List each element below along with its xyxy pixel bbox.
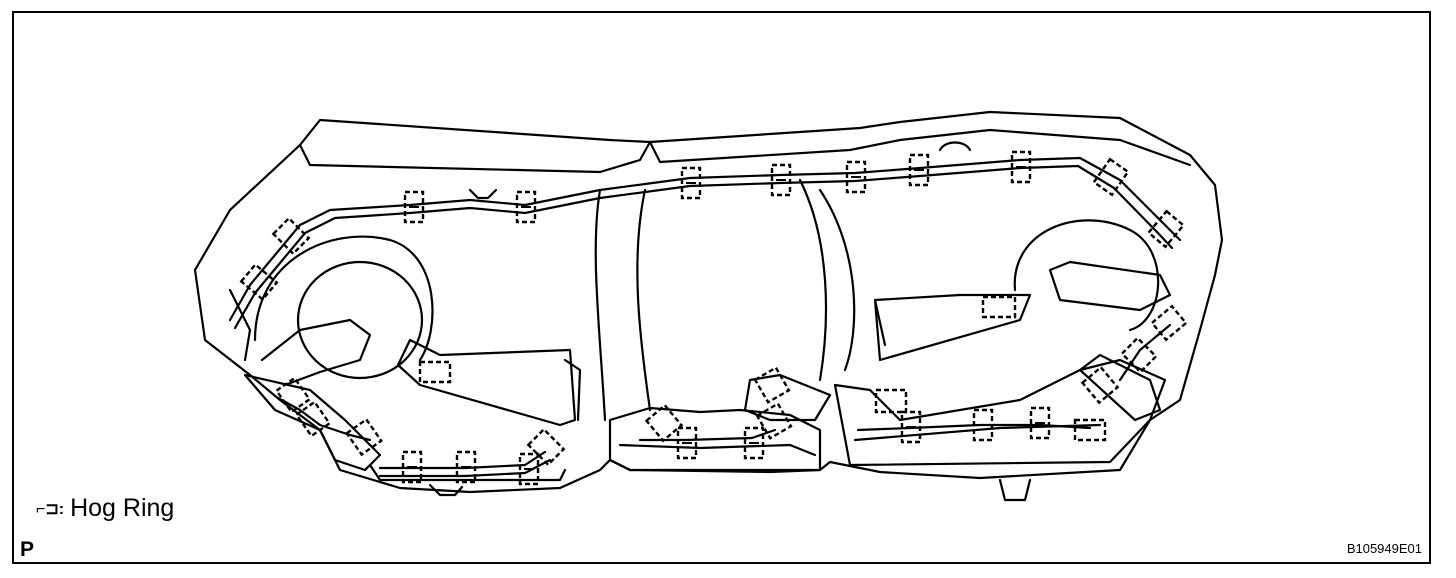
left-flap	[396, 338, 577, 427]
left-seat-opening	[253, 235, 434, 362]
right-flap	[873, 293, 1032, 362]
figure-code: B105949E01	[1346, 541, 1422, 556]
legend: ⌐⊐: Hog Ring	[36, 494, 174, 523]
hog-ring-icon	[274, 376, 312, 414]
hog-ring-icon	[1073, 418, 1107, 442]
wire-harness	[228, 156, 1182, 322]
hog-ring-icon	[1029, 406, 1051, 440]
right-lower-panel	[833, 358, 1167, 467]
hog-ring-icon	[418, 360, 452, 384]
hog-ring-icon	[401, 450, 423, 484]
hog-ring-icon	[981, 295, 1017, 319]
hog-ring-icon	[753, 366, 791, 404]
hog-ring-icon	[676, 426, 698, 460]
panel-letter: P	[20, 538, 35, 561]
hog-ring-icon	[644, 403, 684, 443]
hog-ring-icon	[1120, 336, 1158, 374]
hog-ring-icon	[518, 452, 540, 486]
legend-label: Hog Ring	[70, 494, 175, 522]
hog-ring-icon	[908, 153, 930, 187]
hog-ring-icon	[345, 417, 383, 457]
right-seat-opening	[1013, 219, 1160, 332]
hog-ring-icon: ⌐⊐:	[36, 500, 65, 518]
hog-ring-icon	[239, 262, 279, 302]
hog-ring-icon	[403, 190, 425, 224]
hog-ring-icon	[900, 410, 922, 444]
hog-ring-icon	[743, 426, 765, 460]
rear-edge	[298, 140, 652, 174]
hog-ring-icon	[1146, 209, 1186, 249]
figure-frame	[12, 11, 1431, 564]
center-tunnel	[594, 188, 607, 422]
hog-ring-icon	[1080, 365, 1120, 405]
grommet	[468, 188, 498, 200]
hog-ring-icon	[874, 388, 908, 414]
hog-ring-icon	[515, 190, 537, 224]
hog-ring-icon	[271, 216, 311, 256]
hog-ring-icon	[680, 166, 702, 200]
hog-ring-icon	[845, 160, 867, 194]
hog-ring-icon	[455, 450, 477, 484]
hog-ring-icon	[755, 402, 793, 440]
hog-ring-group	[239, 150, 1188, 486]
hog-ring-icon	[770, 163, 792, 197]
hog-ring-icon	[526, 427, 566, 467]
hog-ring-icon	[1010, 150, 1032, 184]
center-lower-panel	[608, 406, 822, 472]
hog-ring-icon	[1092, 157, 1130, 197]
hog-ring-icon	[294, 400, 332, 438]
hog-ring-icon	[972, 408, 994, 442]
